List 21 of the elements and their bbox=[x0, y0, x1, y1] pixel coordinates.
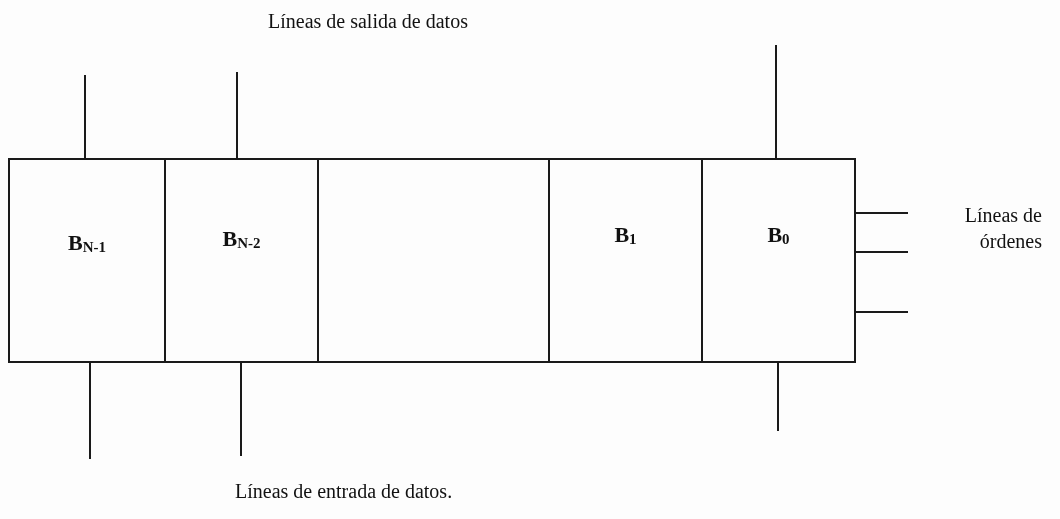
signal-line bbox=[775, 44, 777, 159]
bit-label: B$_{1}$ bbox=[614, 222, 637, 249]
signal-line bbox=[240, 362, 242, 457]
register-cell bbox=[548, 158, 703, 363]
signal-line bbox=[855, 251, 909, 253]
bit-label: B$_{N-2}$ bbox=[222, 226, 261, 253]
signal-line bbox=[84, 74, 86, 159]
signal-line bbox=[855, 212, 909, 214]
signal-line bbox=[89, 362, 91, 460]
register-cell bbox=[317, 158, 550, 363]
line-group-label: Líneas de órdenes bbox=[963, 203, 1042, 254]
signal-line bbox=[236, 71, 238, 159]
signal-line bbox=[777, 362, 779, 432]
line-group-label: Líneas de salida de datos bbox=[268, 9, 468, 34]
bit-label: B$_{0}$ bbox=[767, 222, 790, 249]
register-cell bbox=[701, 158, 856, 363]
register-cell bbox=[8, 158, 166, 363]
register-cell bbox=[164, 158, 319, 363]
line-group-label: Líneas de entrada de datos. bbox=[235, 479, 453, 504]
signal-line bbox=[855, 311, 909, 313]
bit-label: B$_{N-1}$ bbox=[68, 230, 106, 257]
